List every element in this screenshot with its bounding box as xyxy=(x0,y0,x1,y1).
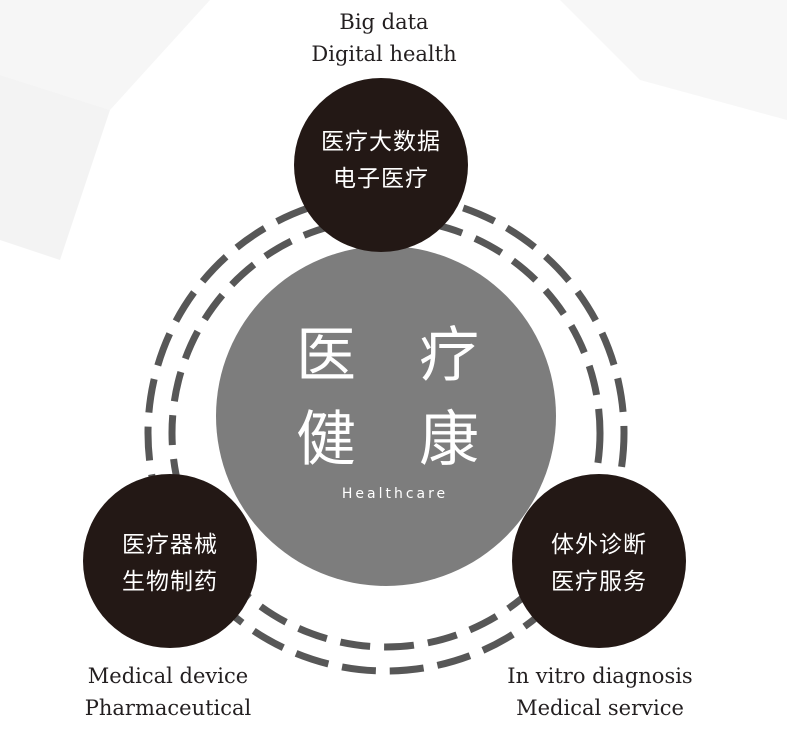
left-node-circle xyxy=(83,474,257,648)
left-caption-line-1: Medical device xyxy=(87,664,249,688)
center-circle xyxy=(216,246,556,586)
left-caption-line-2: Pharmaceutical xyxy=(84,696,252,720)
top-node-cn-line-1: 医疗大数据 xyxy=(321,129,441,155)
right-node-circle xyxy=(512,474,686,648)
top-node-cn-line-2: 电子医疗 xyxy=(333,166,429,192)
center-title-line-2: 健 康 xyxy=(296,405,502,475)
right-node-text: 体外诊断 医疗服务 xyxy=(524,527,674,601)
top-node-text: 医疗大数据 电子医疗 xyxy=(301,124,461,198)
center-subtitle: Healthcare xyxy=(341,486,449,502)
top-caption-line-1: Big data xyxy=(339,10,429,34)
left-node-cn-line-1: 医疗器械 xyxy=(122,532,218,558)
center-title-line-1: 医 疗 xyxy=(296,321,502,391)
left-node-text: 医疗器械 生物制药 xyxy=(95,527,245,601)
right-caption-line-2: Medical service xyxy=(516,696,684,720)
right-caption-line-1: In vitro diagnosis xyxy=(507,664,693,688)
top-node-caption: Big data Digital health xyxy=(284,6,484,70)
right-node-cn-line-2: 医疗服务 xyxy=(551,569,647,595)
top-caption-line-2: Digital health xyxy=(311,42,457,66)
right-node-cn-line-1: 体外诊断 xyxy=(551,532,647,558)
top-node-circle xyxy=(294,78,468,252)
left-node-cn-line-2: 生物制药 xyxy=(122,569,218,595)
right-node-caption: In vitro diagnosis Medical service xyxy=(490,660,710,724)
center-title: 医 疗 健 康 xyxy=(296,314,498,482)
inner-dashed-ring xyxy=(168,215,604,651)
left-node-caption: Medical device Pharmaceutical xyxy=(68,660,268,724)
